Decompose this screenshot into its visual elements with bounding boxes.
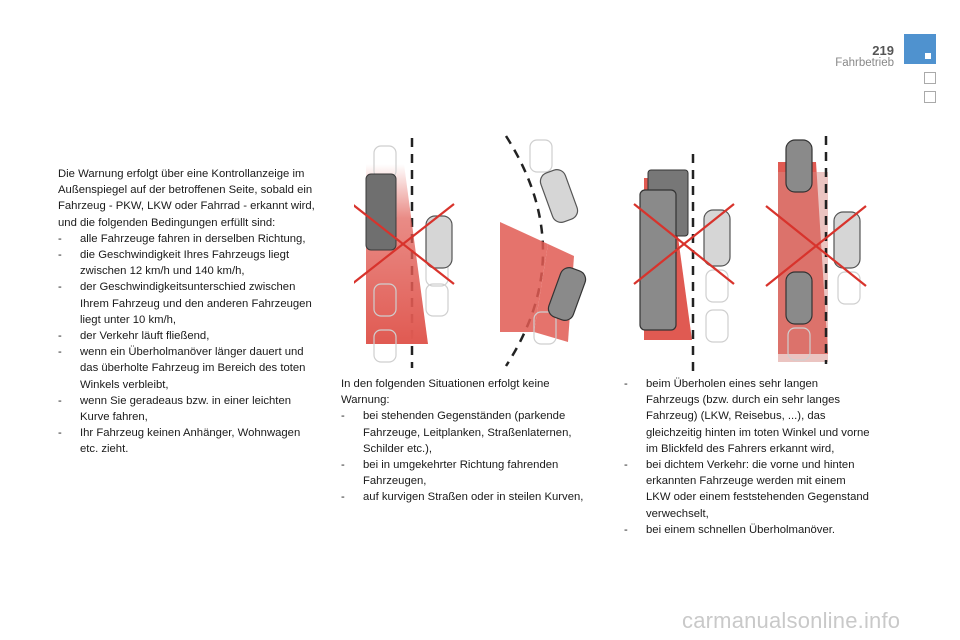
detection-zone xyxy=(778,172,828,362)
list-item: bei in umgekehrter Richtung fahrenden Fa… xyxy=(341,457,595,489)
no-warning-column: In den folgenden Situationen erfolgt kei… xyxy=(341,376,595,506)
no-warning-column-continued: beim Überholen eines sehr langen Fahrzeu… xyxy=(624,376,870,538)
list-item: der Verkehr läuft fließend, xyxy=(58,328,320,344)
car-behind xyxy=(785,271,813,325)
list-item: wenn Sie geradeaus bzw. in einer leichte… xyxy=(58,393,320,425)
page-header: 219 Fahrbetrieb xyxy=(835,44,894,70)
tab-box-2 xyxy=(924,91,936,103)
conditions-intro: Die Warnung erfolgt über eine Kontrollan… xyxy=(58,168,315,229)
warning-zone-2 xyxy=(500,222,548,332)
list-item: wenn ein Überholmanöver länger dauert un… xyxy=(58,344,320,393)
no-warning-list: bei stehenden Gegenständen (parkende Fah… xyxy=(341,408,595,505)
stationary-objects-illustration xyxy=(354,138,455,368)
section-title: Fahrbetrieb xyxy=(835,57,894,69)
list-item: auf kurvigen Straßen oder in steilen Kur… xyxy=(341,489,595,505)
list-item: bei einem schnellen Überholmanöver. xyxy=(624,522,870,538)
list-item: Ihr Fahrzeug keinen Anhänger, Wohnwagen … xyxy=(58,425,320,457)
curve-car-bottom xyxy=(547,267,587,321)
tab-box-1 xyxy=(924,72,936,84)
list-item: beim Überholen eines sehr langen Fahrzeu… xyxy=(624,376,870,457)
list-item: die Geschwindigkeit Ihres Fahrzeugs lieg… xyxy=(58,247,320,279)
no-warning-cross xyxy=(633,203,735,285)
long-vehicle-illustration xyxy=(633,154,735,372)
page-number: 219 xyxy=(872,43,894,58)
list-item: alle Fahrzeuge fahren in derselben Richt… xyxy=(58,231,320,247)
watermark: carmanualsonline.info xyxy=(682,608,901,633)
list-item: der Geschwindigkeitsunterschied zwischen… xyxy=(58,279,320,328)
dense-traffic-illustration xyxy=(765,136,867,364)
parked-truck xyxy=(365,173,397,251)
curve-illustration xyxy=(500,135,587,367)
trailing-cars xyxy=(529,139,557,345)
no-warning-intro: In den folgenden Situationen erfolgt kei… xyxy=(341,378,550,407)
list-item: bei stehenden Gegenständen (parkende Fah… xyxy=(341,408,595,457)
no-warning-list-continued: beim Überholen eines sehr langen Fahrzeu… xyxy=(624,376,870,538)
page-tab-marker xyxy=(904,34,936,64)
conditions-list: alle Fahrzeuge fahren in derselben Richt… xyxy=(58,231,320,458)
trailing-cars xyxy=(705,269,729,343)
car-ahead xyxy=(785,139,813,193)
no-warning-cross xyxy=(354,203,455,285)
no-warning-cross xyxy=(765,205,867,287)
list-item: bei dichtem Verkehr: die vorne und hinte… xyxy=(624,457,870,522)
conditions-column: Die Warnung erfolgt über eine Kontrollan… xyxy=(58,166,320,458)
long-truck xyxy=(639,189,677,331)
curved-lane-marking xyxy=(504,135,545,367)
curve-car-top xyxy=(539,169,579,223)
